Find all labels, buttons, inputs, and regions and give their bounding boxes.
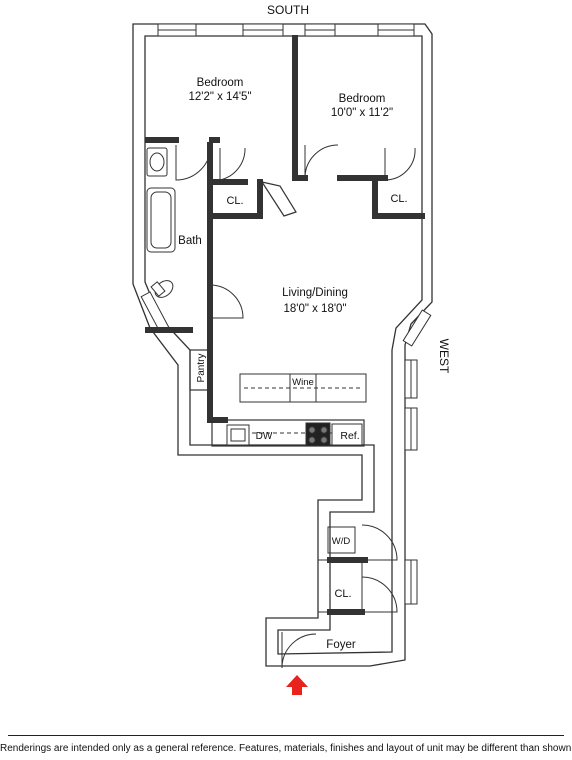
refrigerator-label: Ref. bbox=[340, 430, 359, 442]
sink-icon bbox=[149, 152, 165, 172]
wine-label: Wine bbox=[292, 377, 314, 388]
foyer-storage bbox=[317, 526, 363, 613]
washer-dryer-label: W/D bbox=[332, 536, 351, 547]
bedroom1-dims: 12'2" x 14'5" bbox=[188, 91, 251, 103]
kitchen bbox=[226, 373, 367, 447]
closet-foyer: CL. bbox=[334, 588, 351, 600]
disclaimer-rule bbox=[8, 735, 564, 736]
living-dims: 18'0" x 18'0" bbox=[283, 303, 346, 315]
plan-labels: SOUTH WEST Bedroom 12'2" x 14'5" Bedroom… bbox=[178, 3, 451, 651]
compass-south: SOUTH bbox=[267, 3, 309, 17]
bedroom1-name: Bedroom bbox=[197, 77, 244, 89]
exterior-walls bbox=[132, 23, 433, 667]
disclaimer-text: Renderings are intended only as a genera… bbox=[0, 743, 572, 754]
west-windows bbox=[140, 291, 432, 605]
closet-bedroom1: CL. bbox=[226, 195, 243, 207]
interior-walls bbox=[145, 35, 425, 615]
bedroom2-dims: 10'0" x 11'2" bbox=[331, 107, 393, 119]
compass-west: WEST bbox=[437, 339, 451, 374]
foyer-name: Foyer bbox=[326, 639, 356, 651]
closet-bedroom2: CL. bbox=[390, 193, 407, 205]
bath-name: Bath bbox=[178, 235, 202, 247]
living-name: Living/Dining bbox=[282, 287, 348, 299]
interior-partitions bbox=[189, 181, 365, 447]
south-windows bbox=[157, 23, 415, 37]
entry-arrow-icon bbox=[286, 675, 308, 695]
bath-fixtures bbox=[146, 147, 176, 298]
dishwasher-label: DW bbox=[256, 431, 273, 442]
door-swings bbox=[175, 144, 416, 669]
bedroom2-name: Bedroom bbox=[339, 93, 386, 105]
pantry-name: Pantry bbox=[196, 354, 207, 383]
